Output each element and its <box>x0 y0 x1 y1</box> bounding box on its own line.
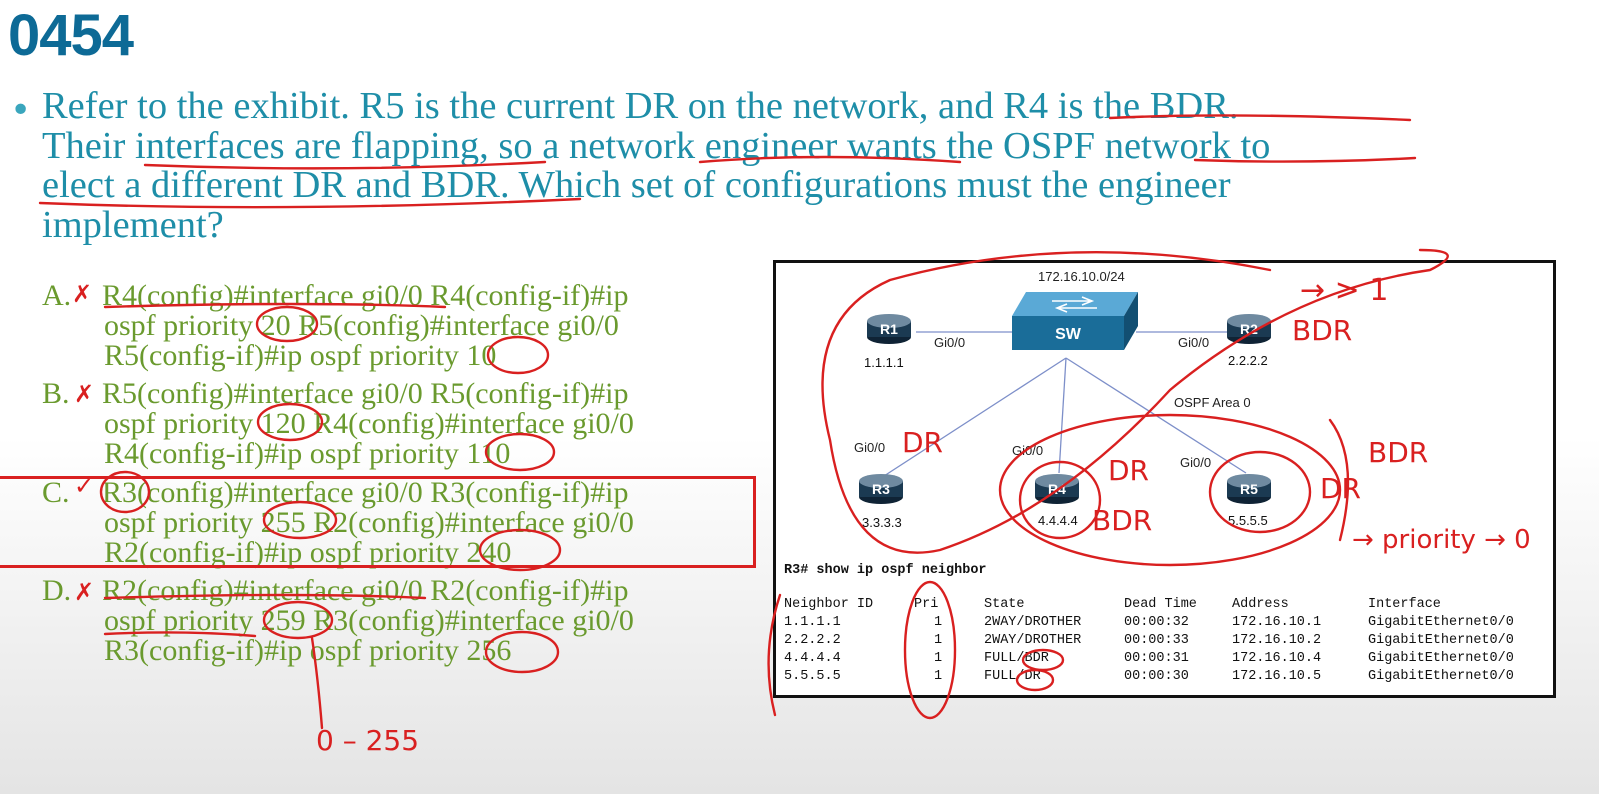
annotation-range: 0 – 255 <box>316 724 419 757</box>
router-id: 2.2.2.2 <box>1228 353 1268 368</box>
column-header: Neighbor ID <box>784 597 874 612</box>
option-line: R4(config)#interface gi0/0 R4(config-if)… <box>102 279 629 312</box>
option-d[interactable]: D. R2(config)#interface gi0/0 R2(config-i… <box>42 576 742 666</box>
table-row: 4.4.4.4 1 FULL/BDR 00:00:31 172.16.10.4 … <box>784 651 1554 669</box>
router-r3: R3 <box>858 473 904 505</box>
router-id: 5.5.5.5 <box>1228 513 1268 528</box>
option-line: R2(config)#interface gi0/0 R2(config-if)… <box>102 574 629 607</box>
router-id: 4.4.4.4 <box>1038 513 1078 528</box>
option-line: R4(config-if)#ip ospf priority 110 <box>104 437 511 470</box>
table-cell: 1.1.1.1 <box>784 615 841 630</box>
option-line: R2(config-if)#ip ospf priority 240 <box>104 536 512 569</box>
option-line: R3(config)#interface gi0/0 R3(config-if)… <box>102 476 629 509</box>
table-cell: GigabitEthernet0/0 <box>1368 651 1514 666</box>
switch-label: SW <box>1055 326 1081 343</box>
column-header: Address <box>1232 597 1289 612</box>
question-line: elect a different DR and BDR. Which set … <box>42 164 1231 206</box>
interface-label: Gi0/0 <box>1178 335 1210 350</box>
table-cell: 1 <box>934 615 943 630</box>
router-label: R5 <box>1240 481 1258 497</box>
question-line: Refer to the exhibit. R5 is the current … <box>42 85 1239 127</box>
question-number: 0454 <box>8 3 134 68</box>
table-cell: 2WAY/DROTHER <box>984 633 1082 648</box>
table-header-row: Neighbor ID Pri State Dead Time Address … <box>784 597 1554 615</box>
table-cell: 172.16.10.1 <box>1232 615 1322 630</box>
table-cell: 4.4.4.4 <box>784 651 841 666</box>
table-cell: 00:00:30 <box>1124 669 1189 684</box>
option-letter: B. <box>42 377 70 410</box>
correct-answer-highlight <box>0 476 756 568</box>
option-letter: A. <box>42 279 72 312</box>
option-letter: D. <box>42 574 72 607</box>
switch-sw: SW <box>1012 290 1138 352</box>
table-cell: 2.2.2.2 <box>784 633 841 648</box>
option-b[interactable]: B. R5(config)#interface gi0/0 R5(config-i… <box>42 379 742 469</box>
table-cell: 172.16.10.2 <box>1232 633 1322 648</box>
table-cell: 5.5.5.5 <box>784 669 841 684</box>
interface-label: Gi0/0 <box>854 440 886 455</box>
bullet-marker: • <box>10 90 32 131</box>
interface-label: Gi0/0 <box>1012 443 1044 458</box>
exhibit-panel: 172.16.10.0/24 OSPF Area 0 SW R1 1.1.1.1… <box>773 260 1556 698</box>
cli-command: R3# show ip ospf neighbor <box>784 563 987 578</box>
table-cell: 00:00:32 <box>1124 615 1189 630</box>
table-cell: 00:00:33 <box>1124 633 1189 648</box>
column-header: State <box>984 597 1025 612</box>
table-cell: 1 <box>934 669 943 684</box>
option-a[interactable]: A. R4(config)#interface gi0/0 R4(config-i… <box>42 281 742 371</box>
table-cell: 2WAY/DROTHER <box>984 615 1082 630</box>
table-cell: GigabitEthernet0/0 <box>1368 615 1514 630</box>
option-letter: C. <box>42 476 70 509</box>
interface-label: Gi0/0 <box>1180 455 1212 470</box>
option-line: ospf priority 259 R3(config)#interface g… <box>104 604 634 637</box>
router-r4: R4 <box>1034 473 1080 505</box>
option-line: R5(config-if)#ip ospf priority 10 <box>104 339 497 372</box>
column-header: Dead Time <box>1124 597 1197 612</box>
table-row: 2.2.2.2 1 2WAY/DROTHER 00:00:33 172.16.1… <box>784 633 1554 651</box>
router-r1: R1 <box>866 313 912 345</box>
table-cell: 1 <box>934 633 943 648</box>
router-label: R4 <box>1048 481 1066 497</box>
table-cell: GigabitEthernet0/0 <box>1368 633 1514 648</box>
option-line: R5(config)#interface gi0/0 R5(config-if)… <box>102 377 629 410</box>
column-header: Pri <box>914 597 939 612</box>
router-r5: R5 <box>1226 473 1272 505</box>
router-r2: R2 <box>1226 313 1272 345</box>
table-row: 1.1.1.1 1 2WAY/DROTHER 00:00:32 172.16.1… <box>784 615 1554 633</box>
router-label: R2 <box>1240 321 1258 337</box>
interface-label: Gi0/0 <box>934 335 966 350</box>
table-cell: FULL/BDR <box>984 651 1049 666</box>
question-text: Refer to the exhibit. R5 is the current … <box>42 85 1522 246</box>
question-line: implement? <box>42 203 224 246</box>
router-label: R1 <box>880 321 898 337</box>
neighbor-table: Neighbor ID Pri State Dead Time Address … <box>784 597 1554 687</box>
router-label: R3 <box>872 481 890 497</box>
table-cell: 1 <box>934 651 943 666</box>
table-cell: GigabitEthernet0/0 <box>1368 669 1514 684</box>
option-line: R3(config-if)#ip ospf priority 256 <box>104 634 512 667</box>
table-row: 5.5.5.5 1 FULL/DR 00:00:30 172.16.10.5 G… <box>784 669 1554 687</box>
table-cell: 172.16.10.5 <box>1232 669 1322 684</box>
question-line: Their interfaces are flapping, so a netw… <box>42 124 1271 167</box>
column-header: Interface <box>1368 597 1441 612</box>
router-id: 1.1.1.1 <box>864 355 904 370</box>
area-label: OSPF Area 0 <box>1174 395 1251 410</box>
option-line: ospf priority 20 R5(config)#interface gi… <box>104 309 619 342</box>
table-cell: FULL/DR <box>984 669 1041 684</box>
option-line: ospf priority 120 R4(config)#interface g… <box>104 407 634 440</box>
router-id: 3.3.3.3 <box>862 515 902 530</box>
subnet-label: 172.16.10.0/24 <box>1038 269 1125 284</box>
table-cell: 172.16.10.4 <box>1232 651 1322 666</box>
table-cell: 00:00:31 <box>1124 651 1189 666</box>
option-c[interactable]: C. R3(config)#interface gi0/0 R3(config-i… <box>42 478 742 568</box>
